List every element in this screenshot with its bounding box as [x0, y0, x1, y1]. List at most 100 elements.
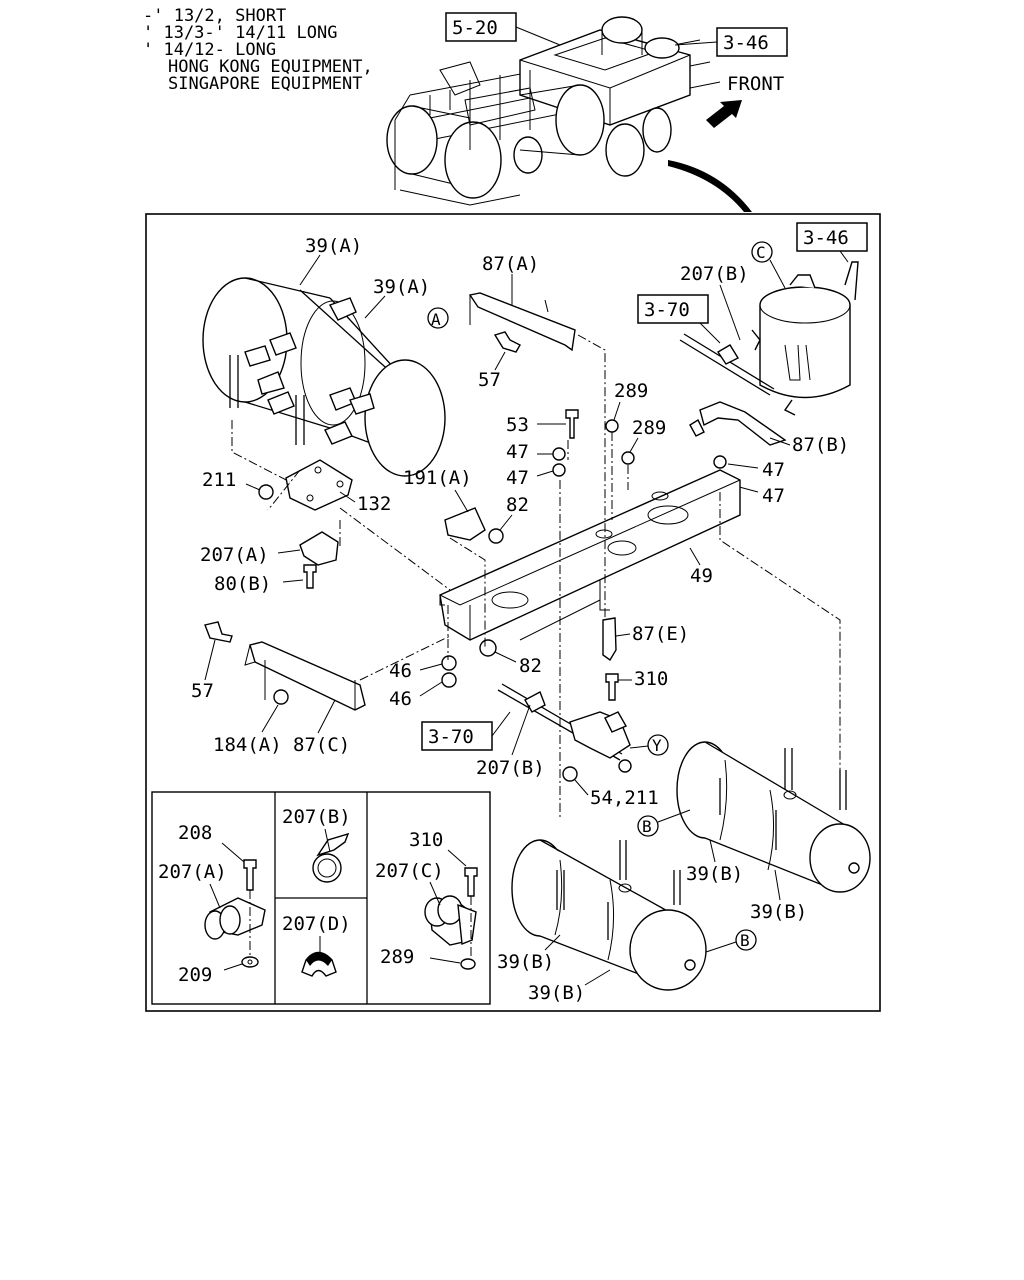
- callout-c-letter: C: [756, 243, 766, 262]
- label-49: 49: [690, 565, 713, 587]
- ref-3-70-lower-label: 3-70: [428, 726, 474, 748]
- nut-289-a: [605, 419, 619, 433]
- ref-box-3-70-upper[interactable]: [637, 294, 709, 324]
- label-184a: 184(A): [213, 734, 282, 756]
- ref-box-3-46-main[interactable]: [796, 222, 868, 252]
- nut-46-a: [441, 655, 457, 671]
- nut-47-b: [552, 463, 566, 477]
- callout-circle-c: [751, 241, 773, 263]
- nut-82-bot: [479, 639, 497, 657]
- clip-207a: [299, 531, 339, 566]
- label-191a: 191(A): [403, 467, 472, 489]
- bolt-80b: [303, 564, 317, 589]
- callout-circle-y: [647, 734, 669, 756]
- note-line-4: HONG KONG EQUIPMENT,: [168, 57, 373, 77]
- label-39a-2: 39(A): [373, 276, 430, 298]
- callout-circle-b-1: [637, 815, 659, 837]
- label-207a: 207(A): [200, 544, 269, 566]
- nut-82-top: [488, 528, 504, 544]
- label-80b: 80(B): [214, 573, 271, 595]
- callout-a-letter: A: [431, 310, 441, 329]
- label-87e: 87(E): [632, 623, 689, 645]
- nut-289-b: [621, 451, 635, 465]
- bracket-87b: [689, 401, 787, 446]
- clip-207d-detail: [301, 951, 337, 977]
- note-line-3: ' 14/12- LONG: [143, 40, 276, 60]
- inset-label-207d: 207(D): [282, 913, 351, 935]
- inset-label-289: 289: [380, 946, 414, 968]
- label-87a: 87(A): [482, 253, 539, 275]
- label-39a-1: 39(A): [305, 235, 362, 257]
- bolt-57-left: [204, 621, 233, 643]
- label-57-top: 57: [478, 369, 501, 391]
- nut-184a: [273, 689, 289, 705]
- tank-39a-assembly: [202, 277, 446, 477]
- nut-47-c: [713, 455, 727, 469]
- bolt-310: [605, 673, 619, 701]
- inset-clip-details: [151, 791, 491, 1005]
- label-289-2: 289: [632, 417, 666, 439]
- ref-3-46-overview-label: 3-46: [723, 32, 769, 54]
- bolt-208: [243, 859, 257, 891]
- clip-207b-detail: [312, 832, 350, 883]
- bracket-87c: [244, 641, 366, 711]
- callout-circle-b-2: [735, 929, 757, 951]
- bolt-53: [565, 409, 579, 439]
- label-39b-2: 39(B): [750, 901, 807, 923]
- bracket-191a: [444, 507, 486, 541]
- callout-b1-letter: B: [642, 817, 652, 836]
- inset-label-310: 310: [409, 829, 443, 851]
- nut-209: [241, 956, 259, 968]
- tank-39b-left: [511, 839, 707, 991]
- bracket-87a: [468, 292, 576, 352]
- ref-3-70-upper-label: 3-70: [644, 299, 690, 321]
- tank-39b-right: [676, 741, 871, 893]
- label-132: 132: [357, 493, 391, 515]
- assembly-leader-lines: [231, 334, 841, 820]
- label-82-bot: 82: [519, 655, 542, 677]
- nut-54-211: [562, 766, 578, 782]
- main-detail-frame: [145, 213, 881, 1012]
- label-82-top: 82: [506, 494, 529, 516]
- plate-132: [285, 459, 353, 511]
- front-label: FRONT: [727, 73, 784, 95]
- overview-assembly: [386, 16, 721, 206]
- inset-label-208: 208: [178, 822, 212, 844]
- label-46-1: 46: [389, 660, 412, 682]
- note-line-1: -' 13/2, SHORT: [143, 6, 286, 26]
- label-47-3: 47: [762, 459, 785, 481]
- ref-box-3-46-overview[interactable]: [716, 27, 788, 57]
- inset-label-207c: 207(C): [375, 860, 444, 882]
- label-211: 211: [202, 469, 236, 491]
- clip-207c-detail: [424, 867, 478, 970]
- label-47-4: 47: [762, 485, 785, 507]
- label-53: 53: [506, 414, 529, 436]
- callout-b2-letter: B: [740, 931, 750, 950]
- filter-unit-c: [751, 261, 859, 416]
- note-line-2: ' 13/3-' 14/11 LONG: [143, 23, 337, 43]
- inset-label-207a: 207(A): [158, 861, 227, 883]
- crossmember-49: [439, 469, 741, 641]
- label-39b-4: 39(B): [528, 982, 585, 1004]
- bracket-87e: [602, 617, 617, 662]
- applicability-notes: -' 13/2, SHORT ' 13/3-' 14/11 LONG ' 14/…: [143, 6, 373, 94]
- nut-47-a: [552, 447, 566, 461]
- zoom-swoosh-icon: [668, 160, 752, 212]
- label-87b: 87(B): [792, 434, 849, 456]
- note-line-5: SINGAPORE EQUIPMENT: [168, 74, 362, 94]
- label-57-left: 57: [191, 680, 214, 702]
- ref-5-20-label: 5-20: [452, 17, 498, 39]
- label-207b-top: 207(B): [680, 263, 749, 285]
- callout-circle-a: [427, 307, 449, 329]
- nut-46-b: [441, 672, 457, 688]
- label-207b-mid: 207(B): [476, 757, 545, 779]
- label-54-211: 54,211: [590, 787, 659, 809]
- ref-box-5-20[interactable]: [445, 12, 517, 42]
- label-310: 310: [634, 668, 668, 690]
- nut-211: [258, 484, 274, 500]
- inset-label-209: 209: [178, 964, 212, 986]
- label-47-2: 47: [506, 467, 529, 489]
- label-289-1: 289: [614, 380, 648, 402]
- label-46-2: 46: [389, 688, 412, 710]
